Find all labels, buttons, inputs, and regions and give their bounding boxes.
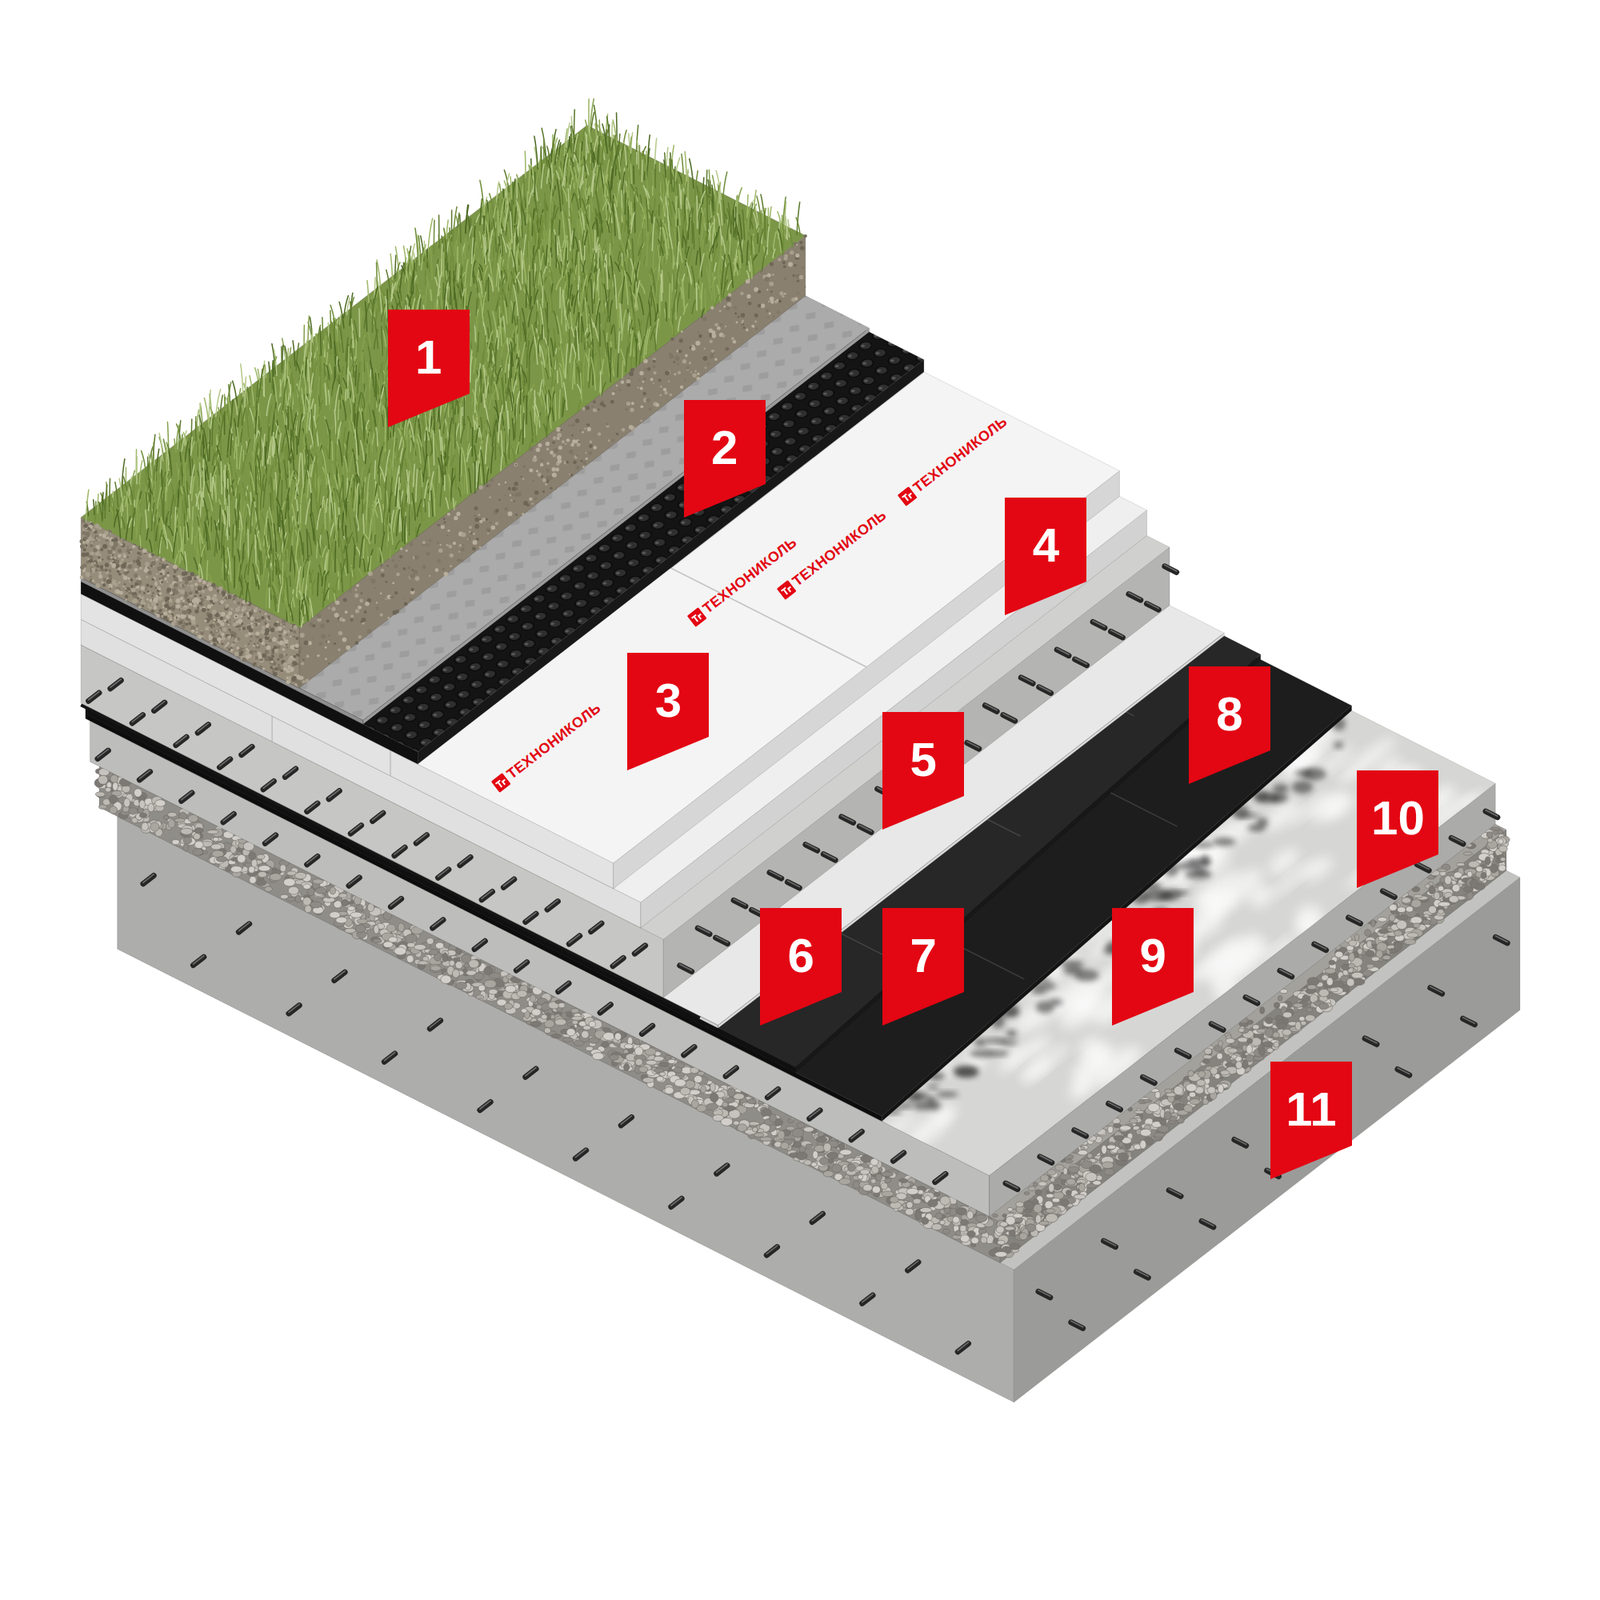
stage: 1234567891011ТЕХНОНИКОЛЬТЕХНОНИКОЛЬТЕХНО… — [0, 0, 1600, 1600]
